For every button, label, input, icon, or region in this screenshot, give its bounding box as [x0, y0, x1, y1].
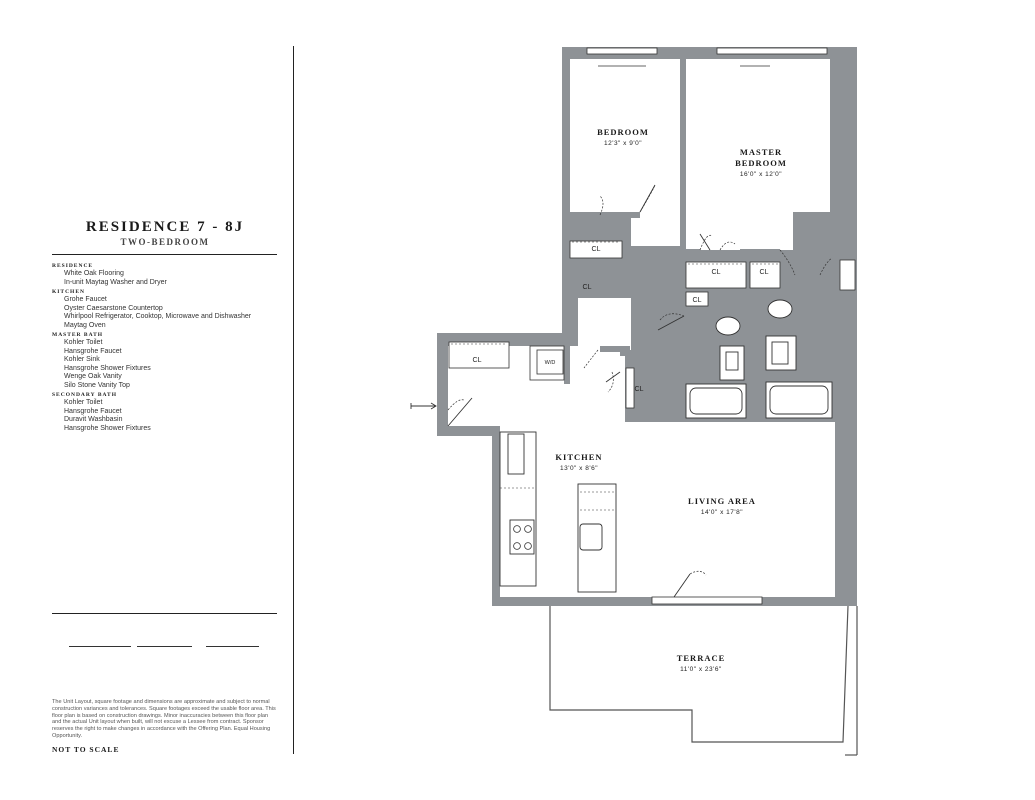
entry-arrow-icon: [410, 402, 437, 410]
kitchen-fixtures: [499, 431, 617, 593]
room-dims-terrace: 11'0" x 23'6": [680, 666, 722, 673]
closet-label: CL: [592, 246, 601, 253]
feature-item: Hansgrohe Shower Fixtures: [64, 364, 151, 372]
feature-item: Whirlpool Refrigerator, Cooktop, Microwa…: [64, 313, 252, 320]
room-name-bedroom: BEDROOM: [597, 127, 649, 137]
closet-label: CL: [712, 269, 721, 276]
room-name-terrace: TERRACE: [677, 653, 726, 663]
feature-heading: SECONDARY BATH: [52, 392, 117, 398]
panel-divider: [293, 46, 294, 754]
residence-subtitle: TWO-BEDROOM: [120, 237, 210, 247]
footer-rule: [52, 613, 277, 614]
room-name-master-bedroom-line2: BEDROOM: [735, 158, 787, 168]
bath-fixtures: [685, 299, 833, 419]
signature-line: [137, 646, 192, 647]
feature-item: Hansgrohe Shower Fixtures: [64, 424, 151, 432]
features-list: RESIDENCE White Oak Flooring In-unit May…: [52, 261, 278, 433]
room-name-kitchen: KITCHEN: [555, 452, 602, 462]
kitchen-guides: [500, 487, 616, 511]
feature-item: Oyster Caesarstone Countertop: [64, 304, 163, 312]
door-swings: [447, 184, 833, 576]
room-name-master-bedroom-line1: MASTER: [740, 147, 782, 157]
room-dims-bedroom: 12'3" x 9'0": [604, 140, 642, 147]
closet-label: CL: [693, 297, 702, 304]
washer-dryer: [536, 349, 564, 375]
feature-item: Kohler Toilet: [64, 399, 103, 406]
kitchen-sink: [579, 523, 603, 551]
refrigerator: [507, 433, 525, 475]
feature-item: Kohler Sink: [64, 356, 100, 363]
feature-item: Wenge Oak Vanity: [64, 373, 122, 380]
feature-heading: MASTER BATH: [52, 332, 104, 338]
door-leaves: [447, 184, 711, 598]
feature-item: Maytag Oven: [64, 321, 106, 329]
cooktop-burners: [513, 525, 532, 550]
cooktop: [509, 519, 535, 555]
room-dims-kitchen: 13'0" x 8'6": [560, 465, 598, 472]
signature-line: [206, 646, 259, 647]
feature-item: Hansgrohe Faucet: [64, 407, 122, 415]
signature-line: [69, 646, 131, 647]
closet-rods: [451, 241, 778, 345]
closet-label: CL: [635, 386, 644, 393]
feature-item: In-unit Maytag Washer and Dryer: [64, 278, 167, 286]
feature-heading: KITCHEN: [52, 289, 85, 295]
title-rule: [52, 254, 277, 255]
windows: [586, 47, 856, 605]
room-dims-master-bedroom: 16'0" x 12'0": [740, 171, 782, 178]
info-panel: RESIDENCE 7 - 8J TWO-BEDROOM RESIDENCE W…: [52, 0, 278, 800]
feature-item: Grohe Faucet: [64, 296, 107, 303]
closet-label: CL: [473, 357, 482, 364]
room-dims-living-area: 14'0" x 17'8": [701, 509, 743, 516]
toilet: [767, 299, 793, 319]
feature-item: Hansgrohe Faucet: [64, 347, 122, 355]
disclaimer-text: The Unit Layout, square footage and dime…: [52, 699, 276, 739]
washer-dryer-label: W/D: [545, 360, 556, 366]
not-to-scale-label: NOT TO SCALE: [52, 745, 120, 754]
toilet: [715, 316, 741, 336]
feature-heading: RESIDENCE: [52, 263, 94, 269]
residence-title: RESIDENCE 7 - 8J: [85, 219, 245, 235]
feature-item: White Oak Flooring: [64, 270, 124, 277]
feature-item: Kohler Toilet: [64, 339, 103, 346]
closets: [448, 240, 781, 409]
room-name-living-area: LIVING AREA: [688, 496, 756, 506]
feature-item: Silo Stone Vanity Top: [64, 381, 130, 389]
terrace-outline: [549, 605, 858, 756]
closet-label: CL: [583, 284, 592, 291]
closet-label: CL: [760, 269, 769, 276]
feature-item: Duravit Washbasin: [64, 416, 123, 423]
